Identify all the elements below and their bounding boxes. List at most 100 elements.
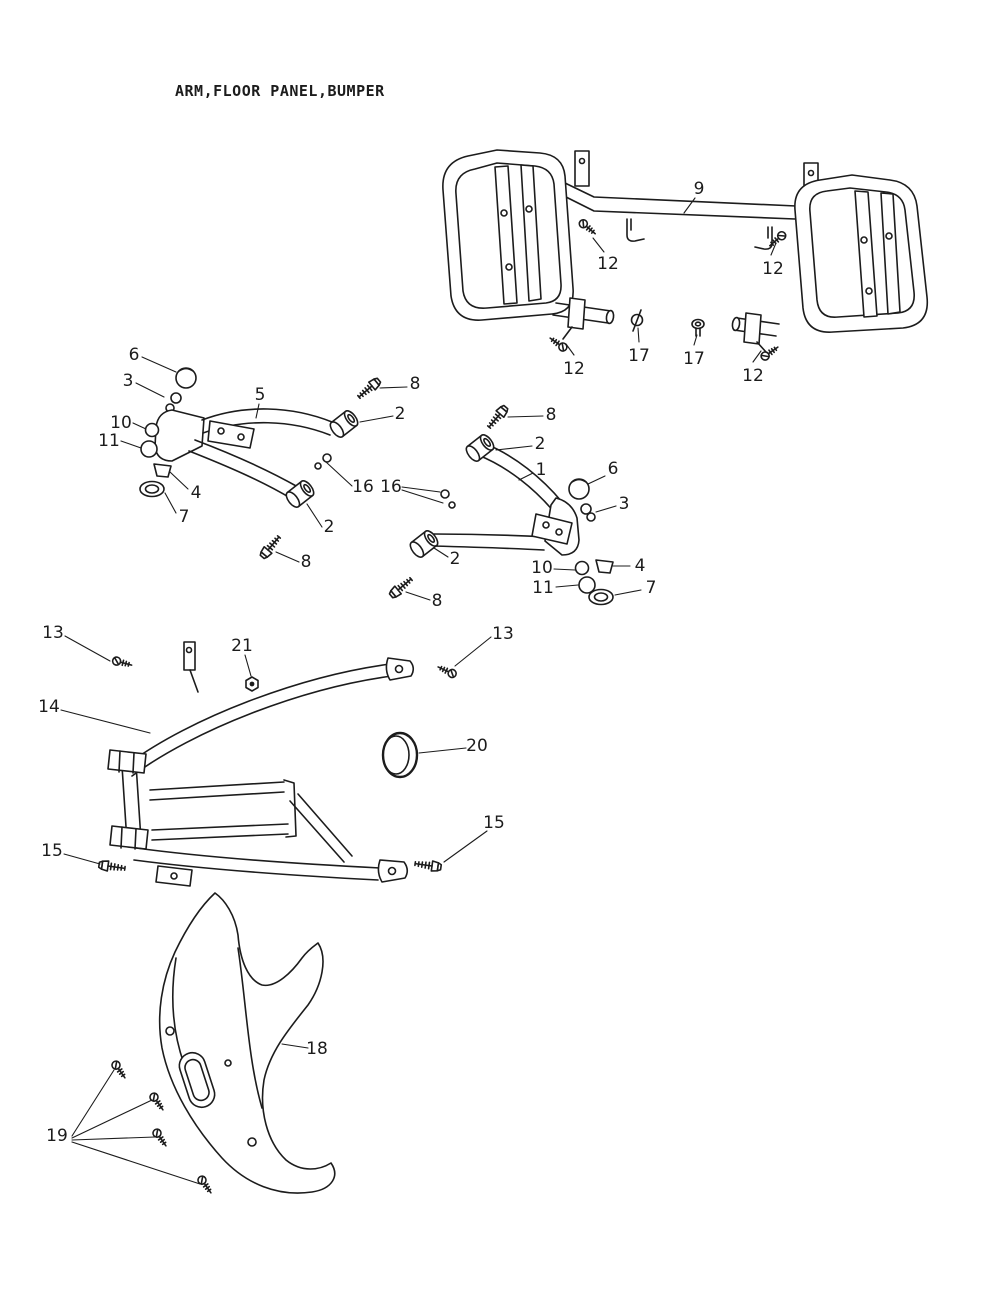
leader-line	[135, 382, 165, 398]
washer-16a	[322, 453, 332, 463]
leader-line	[401, 489, 444, 504]
leader-line	[60, 709, 151, 734]
callout-18: 18	[306, 1039, 328, 1059]
leader-line	[401, 486, 441, 493]
leader-line	[164, 492, 177, 514]
panel-crease-a	[237, 947, 263, 1109]
screw-13-right	[435, 662, 459, 680]
footrest-loop-left	[442, 149, 574, 321]
center-bar	[564, 182, 811, 207]
callout-7: 7	[179, 507, 190, 527]
cross-bar-joint	[283, 779, 297, 838]
lower-arm-tube	[194, 439, 299, 488]
callout-12: 12	[563, 359, 585, 379]
callout-19: 19	[46, 1126, 68, 1146]
upper-tube	[127, 663, 391, 765]
callout-8: 8	[546, 405, 557, 425]
leader-line	[637, 327, 640, 343]
bolt-15-left	[97, 858, 127, 875]
washer-16b	[314, 462, 322, 470]
panel-hole-a	[165, 1026, 175, 1036]
leader-line	[405, 591, 431, 601]
callout-3: 3	[123, 371, 134, 391]
cap-20	[381, 731, 419, 779]
panel-slot	[178, 1051, 216, 1109]
gusset-plate	[531, 513, 573, 545]
screw-13-left	[110, 655, 134, 670]
screw-19-b	[147, 1090, 167, 1113]
upper-right-tab	[385, 657, 415, 681]
leader-line	[71, 1136, 156, 1141]
callout-2: 2	[324, 517, 335, 537]
callout-20: 20	[466, 736, 488, 756]
leader-line	[614, 589, 642, 596]
screw-12-a	[576, 217, 599, 238]
callout-17: 17	[683, 349, 705, 369]
leader-line	[418, 747, 467, 754]
callout-1: 1	[536, 460, 547, 480]
cone-4	[153, 463, 172, 478]
leader-line	[595, 505, 617, 513]
leader-line	[752, 350, 762, 363]
clamp-lower	[109, 825, 149, 850]
bushing-10	[144, 422, 160, 438]
upper-arm-tube-1	[485, 443, 563, 503]
leader-line	[325, 461, 353, 487]
washer-16b	[448, 501, 456, 509]
callout-2: 2	[535, 434, 546, 454]
callout-13: 13	[492, 624, 514, 644]
washer-3a	[170, 392, 182, 404]
screw-12-d	[758, 343, 781, 363]
mount-tab-left	[574, 150, 590, 187]
leader-line	[275, 551, 300, 563]
leader-line	[132, 422, 147, 430]
callout-16: 16	[352, 477, 374, 497]
panel-crease-b	[171, 957, 185, 1065]
cup-7	[139, 480, 165, 498]
upper-left-tab	[183, 641, 199, 693]
ring-17	[630, 309, 644, 332]
bushing-10	[574, 560, 590, 576]
stub-tube-right	[731, 312, 780, 353]
leader-line	[169, 471, 189, 490]
leader-line	[770, 242, 777, 256]
bolt-8-d	[387, 574, 416, 601]
leader-line	[443, 830, 488, 863]
foot-tab	[155, 865, 193, 887]
footrest-loop-right	[794, 174, 929, 333]
callout-10: 10	[531, 558, 553, 578]
leader-line	[71, 1141, 201, 1185]
leader-line	[592, 237, 605, 253]
cup-7	[588, 588, 614, 606]
bolt-15-right	[413, 857, 443, 874]
bumper-assembly	[97, 641, 459, 887]
callout-8: 8	[301, 552, 312, 572]
callout-12: 12	[597, 254, 619, 274]
leader-line	[71, 1099, 153, 1139]
panel-hole-c	[247, 1137, 257, 1147]
callout-15: 15	[41, 841, 63, 861]
left-a-arm-assembly	[139, 367, 383, 561]
callout-2: 2	[395, 404, 406, 424]
leader-line	[120, 440, 142, 449]
leader-line	[454, 636, 492, 667]
diagram-title: ARM,FLOOR PANEL,BUMPER	[175, 82, 385, 100]
leader-line	[379, 386, 408, 389]
callout-16: 16	[380, 477, 402, 497]
lower-tube	[135, 847, 381, 869]
washer-3b	[586, 512, 596, 522]
callout-2: 2	[450, 549, 461, 569]
callout-8: 8	[410, 374, 421, 394]
bushing-2-upper	[329, 410, 359, 438]
leader-line	[565, 343, 575, 356]
callout-3: 3	[619, 494, 630, 514]
washer-3a	[580, 503, 592, 515]
screw-19-a	[109, 1058, 129, 1081]
screw-12-c	[547, 334, 570, 354]
panel-hole-b	[224, 1059, 232, 1067]
lower-arm-tube	[433, 533, 549, 538]
bolt-8-b	[257, 532, 284, 561]
leader-line	[306, 503, 323, 528]
upper-arm-tube-5	[201, 408, 333, 423]
